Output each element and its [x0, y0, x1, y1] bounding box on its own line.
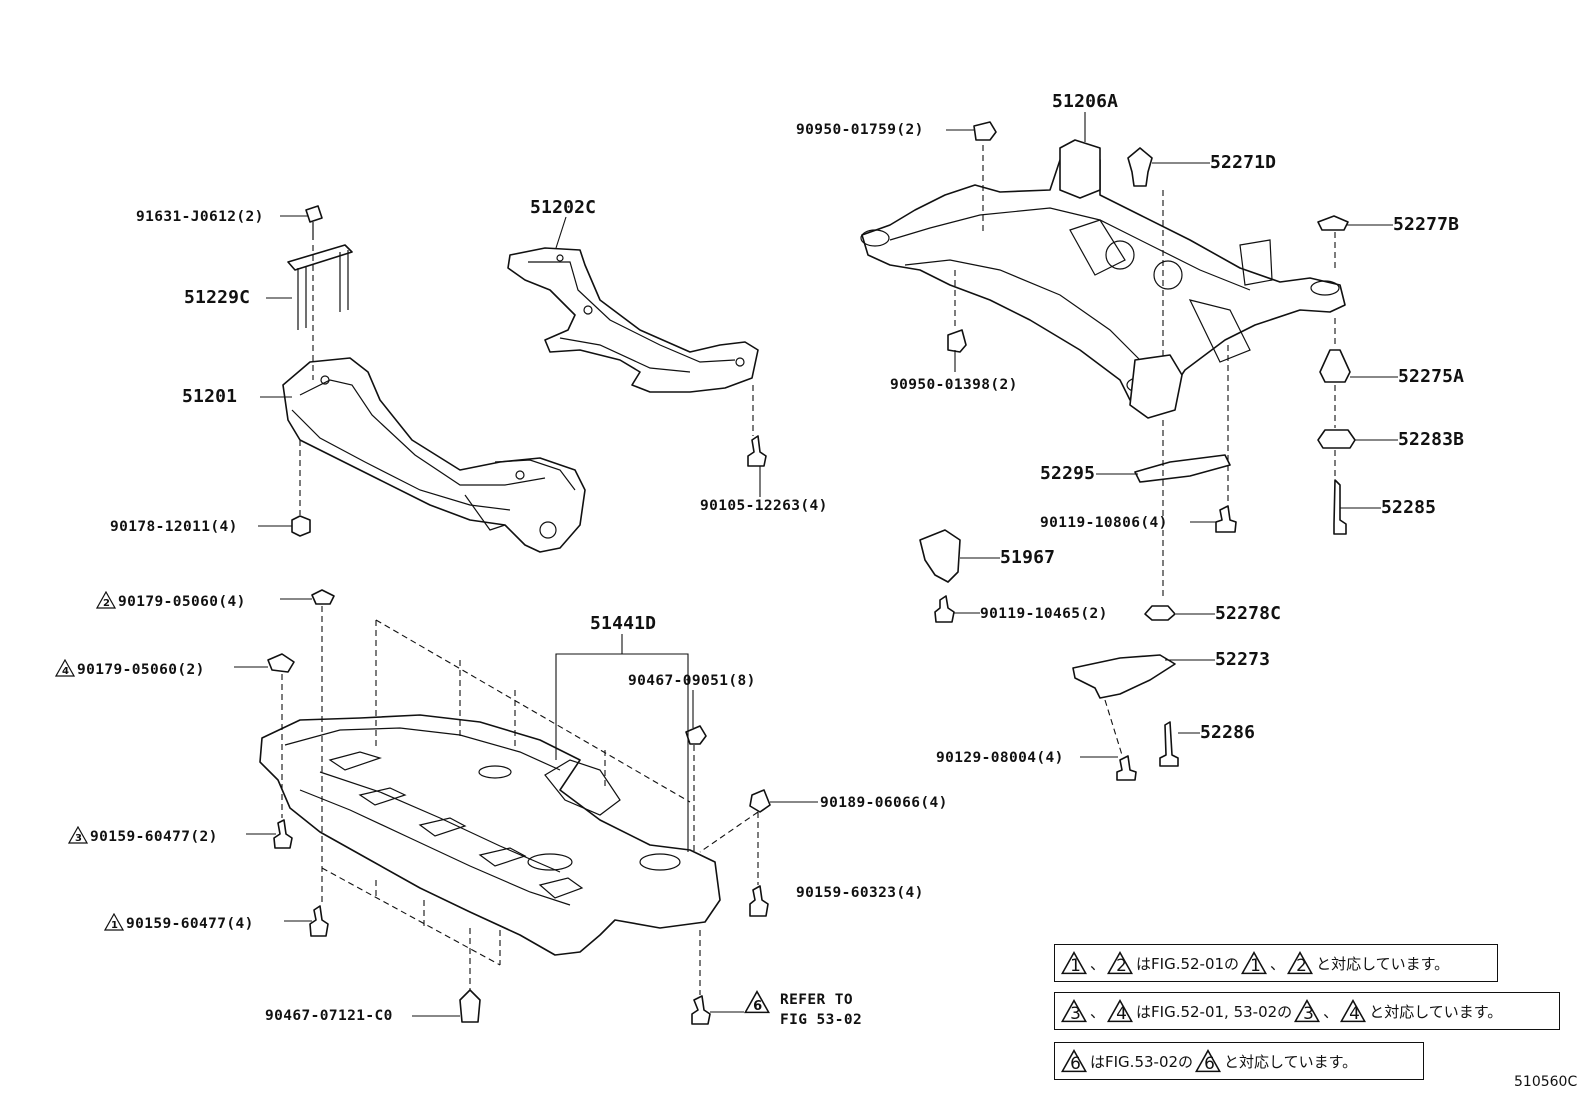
- note-3-end: と対応しています。: [1224, 1052, 1358, 1071]
- label-51202C: 51202C: [530, 197, 597, 218]
- rear-member-51206A: [860, 139, 1346, 419]
- mark-2-icon: 2: [1107, 951, 1134, 975]
- note-box-1: 1 、 2 はFIG.52-01の 1 、 2 と対応しています。: [1054, 944, 1498, 982]
- label-52273: 52273: [1215, 649, 1271, 670]
- svg-text:2: 2: [103, 598, 110, 609]
- label-90467-07121-C0: 90467-07121-C0: [265, 1008, 393, 1024]
- svg-text:1: 1: [1070, 955, 1081, 975]
- label-90119-10465: 90119-10465(2): [980, 606, 1108, 622]
- svg-text:6: 6: [753, 999, 763, 1014]
- svg-text:3: 3: [1070, 1003, 1081, 1023]
- phantom-lines: [281, 145, 1336, 995]
- label-90189-06066: 90189-06066(4): [820, 795, 948, 811]
- mark-1-icon: 1: [104, 913, 124, 931]
- label-51206A: 51206A: [1052, 91, 1119, 112]
- label-52285: 52285: [1381, 497, 1437, 518]
- label-51229C: 51229C: [184, 287, 251, 308]
- mark-4-icon: 4: [1340, 999, 1367, 1023]
- mark-1-icon: 1: [1241, 951, 1268, 975]
- figure-reference-number: 510560C: [1514, 1074, 1578, 1090]
- label-90159-60323: 90159-60323(4): [796, 885, 924, 901]
- note-box-2: 3 、 4 はFIG.52-01, 53-02の 3 、 4 と対応しています。: [1054, 992, 1560, 1030]
- mark-3-icon: 3: [1294, 999, 1321, 1023]
- svg-text:2: 2: [1296, 955, 1307, 975]
- note-1-end: と対応しています。: [1316, 954, 1450, 973]
- mark-2-icon: 2: [1287, 951, 1314, 975]
- label-51441D: 51441D: [590, 613, 657, 634]
- mark-6-icon: 6: [1061, 1049, 1087, 1073]
- label-52283B: 52283B: [1398, 429, 1465, 450]
- label-52275A: 52275A: [1398, 366, 1465, 387]
- label-90178-12011: 90178-12011(4): [110, 519, 238, 535]
- note-2-separator: 、: [1090, 1002, 1106, 1021]
- label-90105-12263: 90105-12263(4): [700, 498, 828, 514]
- svg-text:6: 6: [1204, 1053, 1215, 1073]
- label-91631-J0612: 91631-J0612(2): [136, 209, 264, 225]
- label-52277B: 52277B: [1393, 214, 1460, 235]
- svg-text:3: 3: [75, 833, 82, 844]
- mark-6-icon: 6: [744, 990, 770, 1014]
- small-parts-left: [267, 435, 771, 1025]
- mark-6-icon: 6: [1195, 1049, 1222, 1073]
- label-refer-to: 6: [744, 990, 772, 1014]
- note-1-separator-2: 、: [1270, 954, 1286, 973]
- label-51967: 51967: [1000, 547, 1056, 568]
- note-1-text: はFIG.52-01の: [1136, 954, 1240, 973]
- svg-text:4: 4: [1116, 1003, 1127, 1023]
- refer-to-line2: FIG 53-02: [780, 1012, 863, 1028]
- small-parts-right: [919, 121, 1356, 781]
- mark-1-icon: 1: [1061, 951, 1087, 975]
- label-52295: 52295: [1040, 463, 1096, 484]
- svg-text:3: 3: [1303, 1003, 1314, 1023]
- label-90950-01759: 90950-01759(2): [796, 122, 924, 138]
- under-cover-51441D: [259, 714, 721, 956]
- svg-text:2: 2: [1116, 955, 1127, 975]
- note-2-separator-2: 、: [1323, 1002, 1339, 1021]
- crossmember-51202C: [507, 247, 759, 393]
- mark-3-icon: 3: [68, 826, 88, 844]
- front-crossmember-51201: [282, 357, 586, 553]
- note-2-end: と対応しています。: [1369, 1002, 1503, 1021]
- svg-text:4: 4: [1349, 1003, 1360, 1023]
- mark-4-icon: 4: [55, 659, 75, 677]
- note-1-separator: 、: [1090, 954, 1106, 973]
- mark-4-icon: 4: [1107, 999, 1134, 1023]
- note-box-3: 6 はFIG.53-02の 6 と対応しています。: [1054, 1042, 1424, 1080]
- svg-text:1: 1: [1250, 955, 1261, 975]
- refer-to-line1: REFER TO: [780, 992, 854, 1008]
- label-90467-09051: 90467-09051(8): [628, 673, 756, 689]
- label-90950-01398: 90950-01398(2): [890, 377, 1018, 393]
- mark-3-icon: 3: [1061, 999, 1087, 1023]
- leader-lines: [234, 112, 1398, 1017]
- label-90129-08004: 90129-08004(4): [936, 750, 1064, 766]
- svg-text:4: 4: [62, 666, 69, 677]
- note-2-text: はFIG.52-01, 53-02の: [1136, 1002, 1293, 1021]
- svg-text:1: 1: [111, 920, 118, 931]
- label-52278C: 52278C: [1215, 603, 1282, 624]
- brace-51229C: [287, 205, 353, 330]
- label-90119-10806: 90119-10806(4): [1040, 515, 1168, 531]
- label-52286: 52286: [1200, 722, 1256, 743]
- svg-text:6: 6: [1070, 1053, 1081, 1073]
- label-52271D: 52271D: [1210, 152, 1277, 173]
- note-3-text: はFIG.53-02の: [1090, 1052, 1194, 1071]
- label-51201: 51201: [182, 386, 238, 407]
- mark-2-icon: 2: [96, 591, 116, 609]
